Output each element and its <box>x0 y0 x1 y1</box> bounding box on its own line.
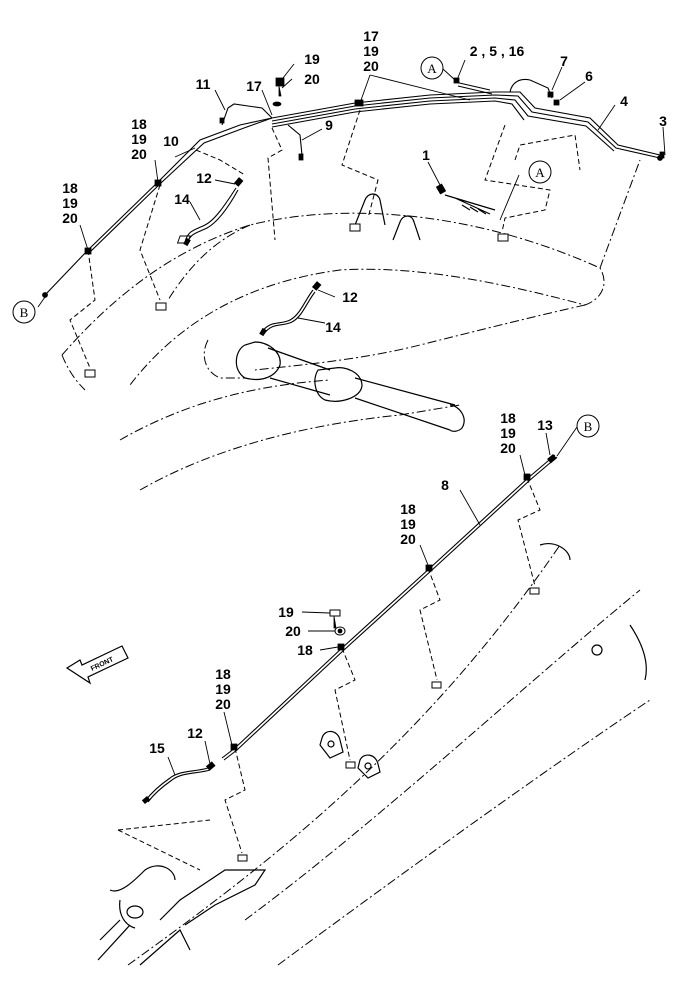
callout-leaders-top <box>37 59 666 324</box>
arm-outline <box>97 543 651 966</box>
callout-6: 6 <box>585 68 593 84</box>
callout-20-top: 20 <box>304 71 320 87</box>
callouts-top: 17 19 20 2 , 5 , 16 19 20 17 11 7 6 4 3 … <box>62 28 667 335</box>
callout-7: 7 <box>560 53 568 69</box>
callout-17-19-20-top-19: 19 <box>363 43 379 59</box>
pipe-arm <box>145 454 558 803</box>
callout-12-a: 12 <box>196 170 212 186</box>
callout-10: 10 <box>163 133 179 149</box>
callout-1: 1 <box>422 147 430 163</box>
callout-14-a: 14 <box>174 191 190 207</box>
clamp-dashed-leaders-bottom <box>117 477 541 871</box>
callout-18-bottom: 18 <box>297 642 313 658</box>
ref-a-top: A <box>427 61 437 76</box>
callout-11: 11 <box>196 76 211 92</box>
clip-pads-bottom <box>237 587 540 862</box>
callout-18-19-20-d-19: 19 <box>400 516 416 532</box>
front-direction-arrow: FRONT <box>65 645 129 685</box>
callout-18-19-20-d-18: 18 <box>400 501 416 517</box>
callout-18-19-20-e-19: 19 <box>215 681 231 697</box>
callout-9: 9 <box>325 117 333 133</box>
callout-18-19-20-a-19: 19 <box>131 131 147 147</box>
fittings-top <box>42 77 665 337</box>
callout-17-19-20-top-20: 20 <box>363 58 379 74</box>
clamp-dashed-leaders-top <box>69 109 581 369</box>
callout-3: 3 <box>659 113 667 129</box>
ref-b-right: B <box>584 419 593 434</box>
callout-19-bottom: 19 <box>278 604 294 620</box>
callout-18-19-20-b-20: 20 <box>62 210 78 226</box>
callout-4: 4 <box>620 93 628 109</box>
callout-15: 15 <box>149 740 165 756</box>
clip-pads-top <box>84 223 509 378</box>
ref-b-left: B <box>20 305 29 320</box>
callout-18-19-20-a-18: 18 <box>131 116 147 132</box>
callout-18-19-20-b-19: 19 <box>62 195 78 211</box>
callout-18-19-20-c-18: 18 <box>500 410 516 426</box>
callout-18-19-20-d-20: 20 <box>400 531 416 547</box>
boom-outline <box>61 159 641 491</box>
callout-18-19-20-a-20: 20 <box>131 146 147 162</box>
callout-2-5-16: 2 , 5 , 16 <box>470 43 525 59</box>
circle-refs: A A B B <box>12 56 600 438</box>
callout-20-bottom: 20 <box>285 623 301 639</box>
callout-17-top: 17 <box>246 78 262 94</box>
fittings-bottom <box>141 453 557 805</box>
callout-12-b: 12 <box>342 289 358 305</box>
ref-a-center: A <box>535 165 545 180</box>
bracket-top-center <box>354 193 421 241</box>
boom-cylinder <box>203 339 465 432</box>
pipe-bundle-top <box>44 78 661 296</box>
hoses-top <box>184 187 316 335</box>
arm-brackets <box>319 730 381 779</box>
callout-18-19-20-e-20: 20 <box>215 696 231 712</box>
callout-18-19-20-c-20: 20 <box>500 440 516 456</box>
callout-19-top: 19 <box>304 51 320 67</box>
callout-18-19-20-b-18: 18 <box>62 180 78 196</box>
callout-17-19-20-top-17: 17 <box>363 28 379 44</box>
callout-18-19-20-c-19: 19 <box>500 425 516 441</box>
callout-13: 13 <box>537 417 553 433</box>
callout-leaders-bottom <box>167 426 578 776</box>
callout-14-b: 14 <box>325 319 341 335</box>
callout-18-19-20-e-18: 18 <box>215 666 231 682</box>
callout-8: 8 <box>441 477 449 493</box>
callout-12-bottom: 12 <box>187 725 203 741</box>
callouts-bottom: 18 19 20 13 8 18 19 20 19 20 18 18 19 20… <box>149 410 553 756</box>
